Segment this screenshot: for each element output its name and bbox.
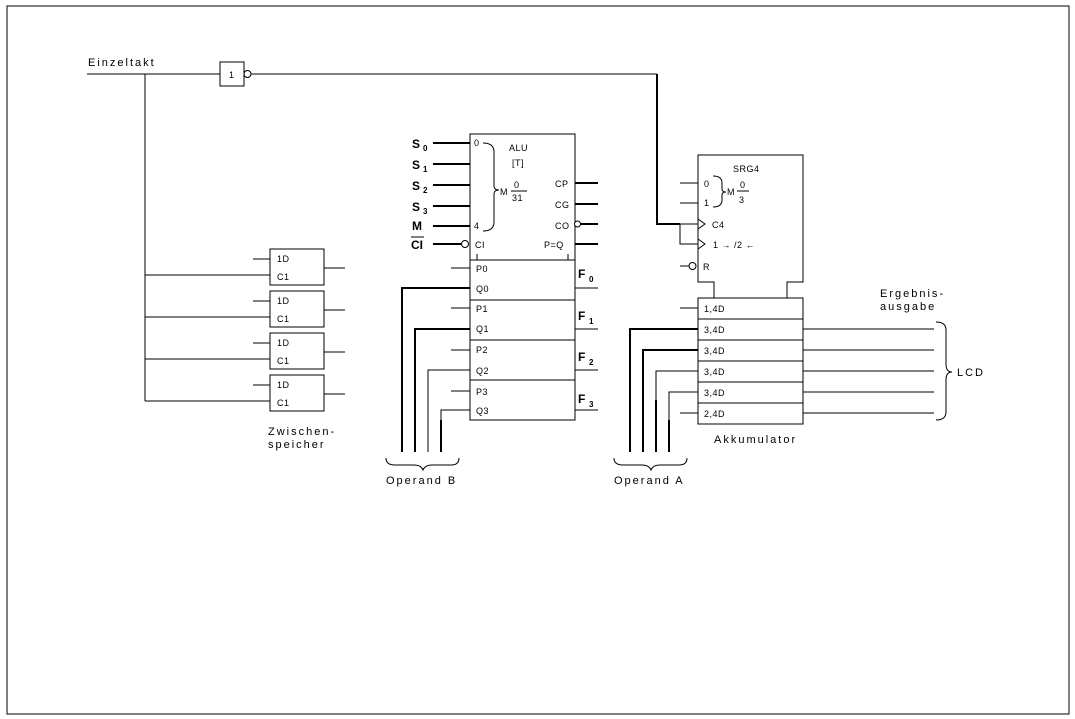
inverter-symbol: 1: [229, 70, 235, 80]
svg-text:M: M: [500, 187, 508, 197]
svg-text:1 → /2 ←: 1 → /2 ←: [713, 240, 755, 250]
svg-text:0: 0: [704, 179, 710, 189]
svg-text:3,4D: 3,4D: [704, 346, 725, 356]
svg-text:31: 31: [512, 193, 523, 203]
svg-text:1,4D: 1,4D: [704, 304, 725, 314]
svg-text:M: M: [727, 187, 735, 197]
svg-text:1D: 1D: [277, 296, 290, 306]
svg-text:P=Q: P=Q: [544, 240, 564, 250]
latch-2: 1D C1: [253, 332, 345, 370]
svg-text:1: 1: [423, 165, 428, 174]
svg-text:3: 3: [589, 400, 594, 409]
svg-text:Q3: Q3: [476, 406, 489, 416]
inverter-gate: [219, 61, 245, 87]
svg-text:F: F: [578, 392, 585, 406]
svg-text:1: 1: [589, 317, 594, 326]
svg-text:1D: 1D: [277, 338, 290, 348]
svg-text:S: S: [412, 200, 420, 214]
alu-title: ALU: [509, 143, 528, 153]
svg-text:0: 0: [514, 180, 520, 190]
svg-text:C4: C4: [712, 220, 725, 230]
svg-text:C1: C1: [277, 356, 290, 366]
svg-text:Q0: Q0: [476, 284, 489, 294]
accumulator-block: 1,4D 3,4D 3,4D 3,4D 3,4D 2,4D: [697, 297, 804, 425]
svg-text:C1: C1: [277, 272, 290, 282]
svg-text:P0: P0: [476, 264, 488, 274]
svg-text:F: F: [578, 350, 585, 364]
svg-text:CO: CO: [555, 221, 570, 231]
svg-text:C1: C1: [277, 314, 290, 324]
svg-text:P1: P1: [476, 304, 488, 314]
svg-text:3: 3: [423, 207, 428, 216]
label-ergebnis-1: Ergebnis-: [880, 288, 945, 300]
label-operand-b: Operand B: [386, 475, 457, 487]
label-einzeltakt: Einzeltakt: [88, 57, 156, 69]
svg-text:2,4D: 2,4D: [704, 409, 725, 419]
svg-text:4: 4: [474, 221, 480, 231]
svg-text:0: 0: [740, 180, 746, 190]
latch-0: 1D C1: [253, 248, 345, 286]
svg-text:Q2: Q2: [476, 366, 489, 376]
svg-text:CG: CG: [555, 200, 570, 210]
svg-text:R: R: [703, 262, 710, 272]
svg-text:F: F: [578, 309, 585, 323]
srg4-block: SRG4 0 1 M 0 3 C4 1 → /2 ← R: [697, 154, 804, 299]
svg-text:1: 1: [704, 198, 710, 208]
svg-text:S: S: [412, 179, 420, 193]
svg-text:M: M: [412, 219, 422, 233]
svg-text:S: S: [412, 137, 420, 151]
latch-1: 1D C1: [253, 290, 345, 328]
svg-text:1D: 1D: [277, 254, 290, 264]
svg-text:1D: 1D: [277, 380, 290, 390]
svg-text:3,4D: 3,4D: [704, 367, 725, 377]
label-akkumulator: Akkumulator: [714, 434, 797, 446]
inverter-bubble: [243, 70, 252, 78]
alu-block: ALU [T] 0 4 M 0 31 CI CP CG CO P=Q: [469, 133, 576, 261]
latch-3: 1D C1: [253, 374, 345, 412]
svg-text:CP: CP: [555, 179, 569, 189]
svg-text:CI: CI: [411, 238, 423, 252]
svg-text:2: 2: [589, 358, 594, 367]
label-operand-a: Operand A: [614, 475, 685, 487]
svg-text:3,4D: 3,4D: [704, 325, 725, 335]
svg-text:CI: CI: [475, 240, 485, 250]
svg-text:0: 0: [423, 144, 428, 153]
svg-text:F: F: [578, 267, 585, 281]
srg4-title: SRG4: [733, 164, 760, 174]
svg-text:0: 0: [474, 138, 480, 148]
alu-subtitle: [T]: [512, 158, 524, 168]
frame: [6, 5, 1070, 715]
svg-text:P2: P2: [476, 345, 488, 355]
svg-text:0: 0: [589, 275, 594, 284]
svg-text:3: 3: [739, 195, 745, 205]
svg-text:3,4D: 3,4D: [704, 388, 725, 398]
label-zwischenspeicher-1: Zwischen-: [268, 426, 336, 438]
svg-text:2: 2: [423, 186, 428, 195]
alu-operand-block: P0 Q0 P1 Q1 P2 Q2 P3 Q3: [469, 259, 576, 421]
svg-text:Q1: Q1: [476, 324, 489, 334]
label-lcd: LCD: [957, 367, 985, 379]
label-zwischenspeicher-2: speicher: [268, 439, 326, 451]
label-ergebnis-2: ausgabe: [880, 301, 936, 313]
svg-text:S: S: [412, 158, 420, 172]
svg-text:P3: P3: [476, 387, 488, 397]
svg-text:C1: C1: [277, 398, 290, 408]
